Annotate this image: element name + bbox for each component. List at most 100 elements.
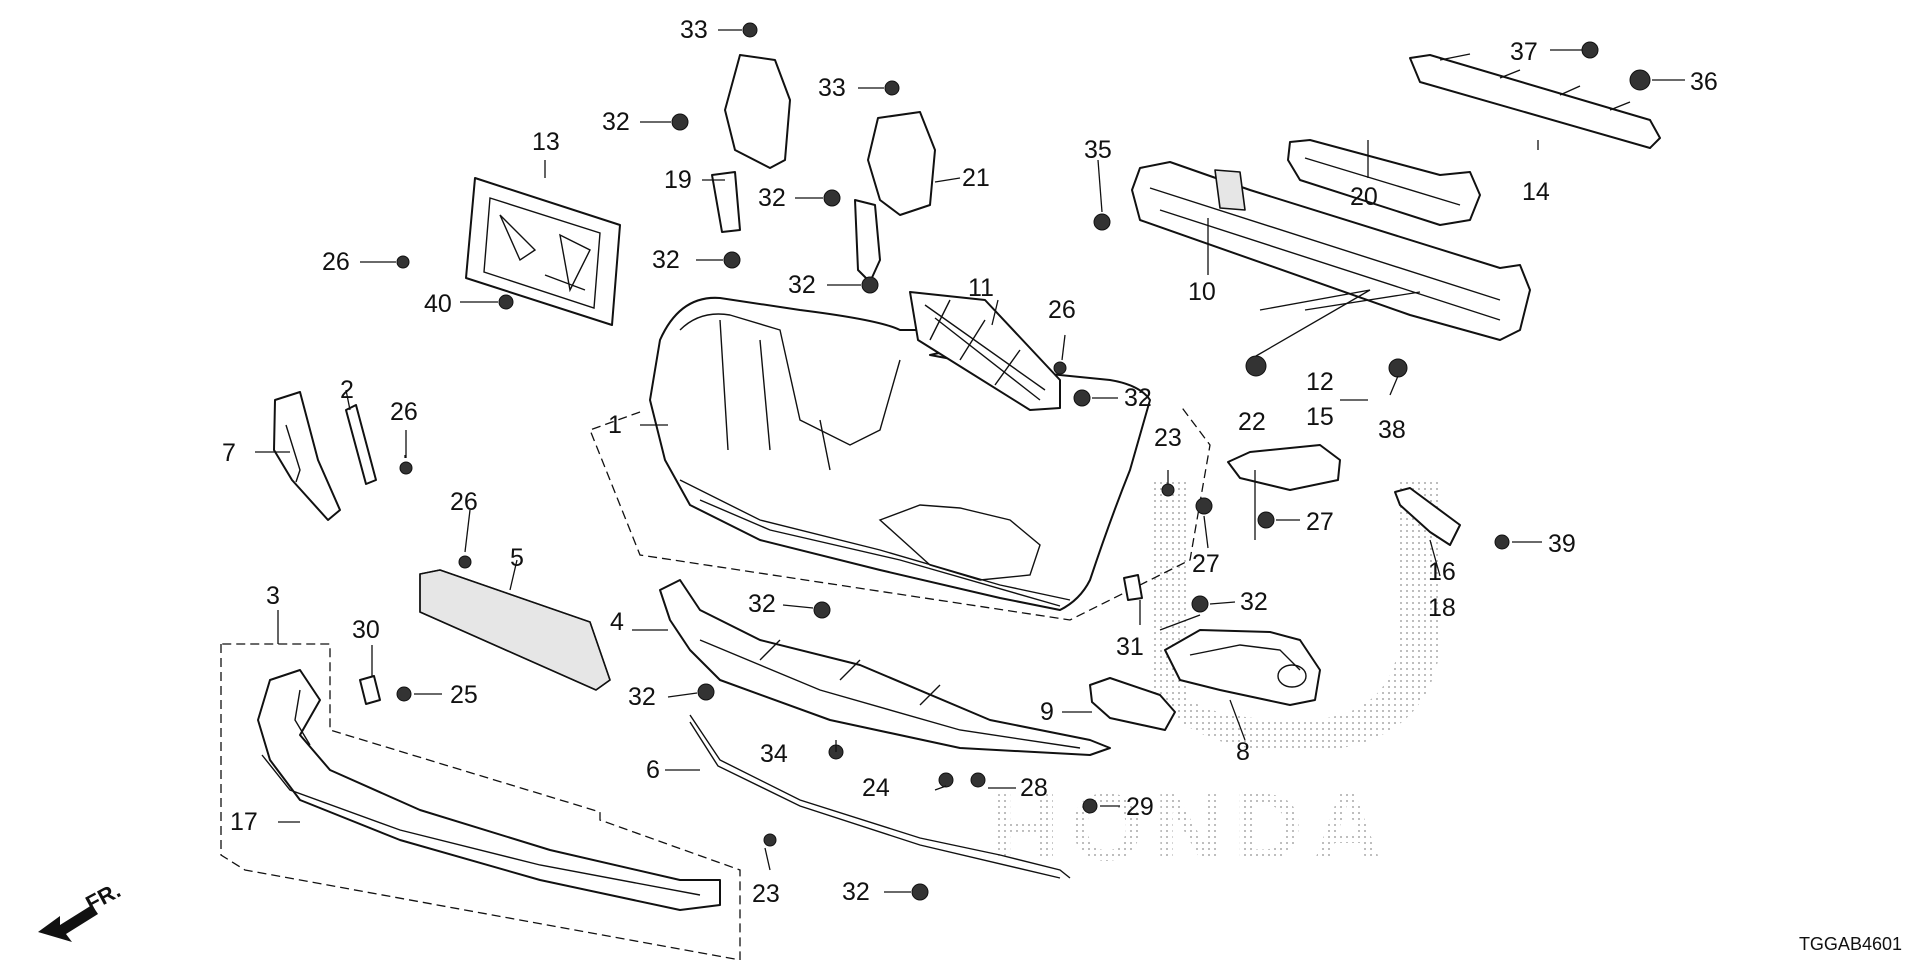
callout-25: 25: [450, 681, 478, 709]
group-outline-3: [220, 643, 741, 960]
callout-32c: 32: [652, 246, 680, 274]
callout-26b: 26: [1048, 296, 1076, 324]
callout-34: 34: [760, 740, 788, 768]
fastener-28: [970, 772, 986, 788]
callouts: 33 33 32 19 32 21 32 32 13 26 40 11 26 3…: [222, 16, 1718, 908]
clip-30: [359, 675, 381, 705]
callout-36: 36: [1690, 68, 1718, 96]
fastener-26b: [1053, 361, 1067, 375]
reinforcement-14: [1409, 53, 1661, 149]
callout-7: 7: [222, 439, 236, 467]
bracket-19: [711, 54, 791, 233]
lower-panel-4: [659, 579, 1111, 756]
fastener-32h: [1191, 595, 1209, 613]
callout-26d: 26: [450, 488, 478, 516]
fastener-39: [1494, 534, 1510, 550]
callout-35: 35: [1084, 136, 1112, 164]
fastener-32a: [671, 113, 689, 131]
callout-9: 9: [1040, 698, 1054, 726]
callout-28: 28: [1020, 774, 1048, 802]
callout-12: 12: [1306, 368, 1334, 396]
callout-18: 18: [1428, 594, 1456, 622]
fastener-32b: [823, 189, 841, 207]
callout-32g: 32: [628, 683, 656, 711]
fastener-22: [1245, 355, 1267, 377]
callout-1: 1: [608, 411, 622, 439]
callout-27b: 27: [1306, 508, 1334, 536]
fastener-38: [1388, 358, 1408, 378]
fastener-25: [396, 686, 412, 702]
cover-9: [1089, 677, 1176, 731]
callout-38: 38: [1378, 416, 1406, 444]
fastener-32f: [813, 601, 831, 619]
front-bumper-face-1: [649, 296, 1151, 611]
callout-29: 29: [1126, 793, 1154, 821]
callout-32a: 32: [602, 108, 630, 136]
callout-19: 19: [664, 166, 692, 194]
fastener-26c: [399, 461, 413, 475]
callout-33b: 33: [818, 74, 846, 102]
fog-garnish-8: [1164, 629, 1321, 706]
fastener-27b: [1257, 511, 1275, 529]
callout-4: 4: [610, 608, 624, 636]
diagram-code: TGGAB4601: [1799, 934, 1902, 954]
callout-32f: 32: [748, 590, 776, 618]
callout-20: 20: [1350, 183, 1378, 211]
callout-37: 37: [1510, 38, 1538, 66]
callout-10: 10: [1188, 278, 1216, 306]
callout-32d: 32: [788, 271, 816, 299]
callout-24: 24: [862, 774, 890, 802]
honda-watermark-text: HONDA: [990, 774, 1392, 881]
callout-2: 2: [340, 376, 354, 404]
side-bracket-16: [1394, 487, 1461, 546]
front-direction-indicator: FR.: [38, 877, 125, 942]
fastener-26d: [458, 555, 472, 569]
fastener-32i: [911, 883, 929, 901]
fastener-27a: [1195, 497, 1213, 515]
callout-32i: 32: [842, 878, 870, 906]
callout-40: 40: [424, 290, 452, 318]
callout-6: 6: [646, 756, 660, 784]
clip-31: [1123, 574, 1143, 601]
callout-3: 3: [266, 582, 280, 610]
callout-32e: 32: [1124, 384, 1152, 412]
fastener-40: [498, 294, 514, 310]
callout-22: 22: [1238, 408, 1266, 436]
fastener-24: [938, 772, 954, 788]
fastener-32g: [697, 683, 715, 701]
callout-30: 30: [352, 616, 380, 644]
upper-beam-20: [1287, 139, 1481, 226]
callout-13: 13: [532, 128, 560, 156]
callout-15: 15: [1306, 403, 1334, 431]
fastener-23b: [763, 833, 777, 847]
callout-17: 17: [230, 808, 258, 836]
clip-2: [345, 404, 377, 485]
center-bracket-11: [909, 291, 1061, 411]
fastener-26a: [396, 255, 410, 269]
fastener-33a: [742, 22, 758, 38]
leader-lines: [255, 29, 1685, 893]
license-plate-bracket-13: [465, 177, 621, 326]
fastener-32d: [861, 276, 879, 294]
fastener-37: [1581, 41, 1599, 59]
callout-26c: 26: [390, 398, 418, 426]
lip-spoiler-17: [257, 669, 721, 911]
callout-32b: 32: [758, 184, 786, 212]
callout-33a: 33: [680, 16, 708, 44]
side-bracket-15: [1227, 444, 1341, 491]
front-arrow-icon: [38, 905, 98, 942]
callout-21: 21: [962, 164, 990, 192]
group-outline-1: [589, 404, 1211, 621]
callout-39: 39: [1548, 530, 1576, 558]
callout-11: 11: [968, 274, 994, 302]
callout-31: 31: [1116, 633, 1144, 661]
callout-23b: 23: [752, 880, 780, 908]
fastener-32c: [723, 251, 741, 269]
fasteners: [396, 22, 1651, 901]
callout-32h: 32: [1240, 588, 1268, 616]
fastener-35: [1093, 213, 1111, 231]
callout-5: 5: [510, 544, 524, 572]
fastener-29: [1082, 798, 1098, 814]
fastener-36: [1629, 69, 1651, 91]
